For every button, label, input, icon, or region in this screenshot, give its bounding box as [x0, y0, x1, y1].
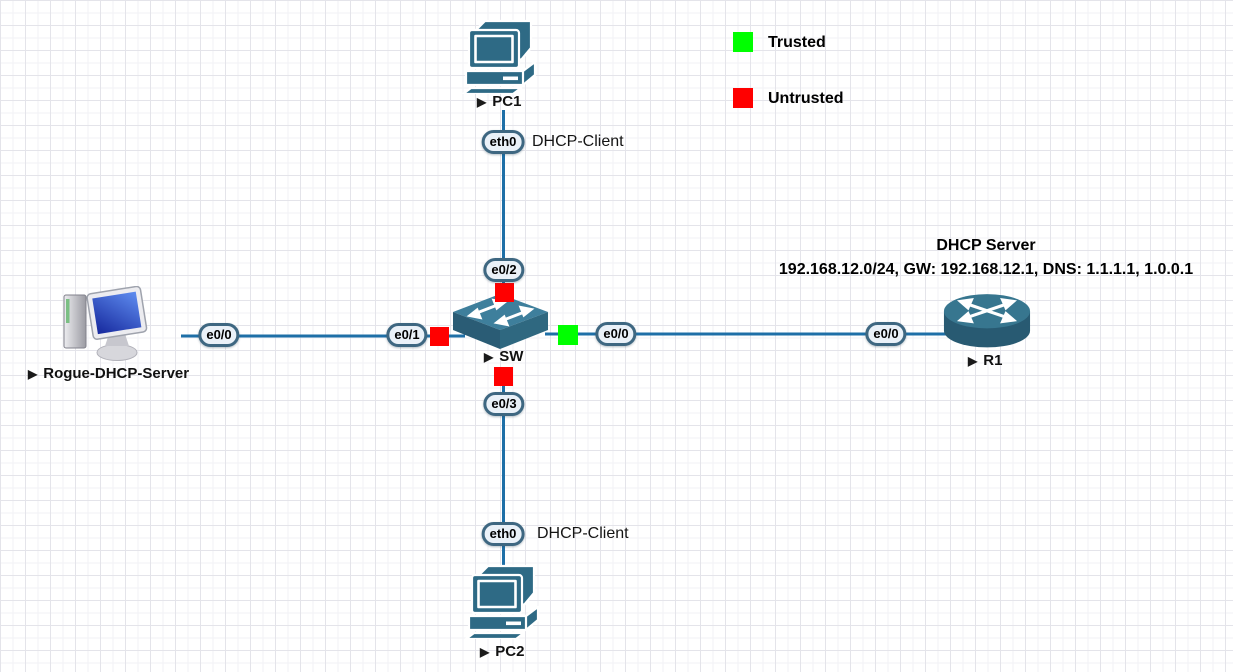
computer-icon: [461, 19, 537, 96]
computer-icon: [464, 564, 540, 641]
node-arrow-icon: ▶: [484, 349, 494, 364]
sw-port-e0-2[interactable]: e0/2: [483, 258, 525, 282]
r1-port-e0-0-text: e0/0: [873, 326, 899, 341]
legend-untrusted-swatch[interactable]: [733, 88, 753, 108]
pc1-label-text: PC1: [492, 93, 522, 110]
pc2-label-text: PC2: [495, 643, 525, 660]
untrusted-marker-e0-2[interactable]: [495, 283, 514, 302]
node-arrow-icon: ▶: [477, 94, 487, 109]
pc1-label[interactable]: ▶ PC1: [477, 93, 521, 110]
untrusted-marker-e0-3[interactable]: [494, 367, 513, 386]
node-arrow-icon: ▶: [28, 366, 38, 381]
pc2-dhcp-client-note[interactable]: DHCP-Client: [537, 525, 629, 542]
pc1-dhcp-client-note[interactable]: DHCP-Client: [532, 133, 624, 150]
sw-port-e0-3[interactable]: e0/3: [483, 392, 525, 416]
sw-label-text: SW: [499, 348, 524, 365]
r1-label-text: R1: [983, 352, 1003, 369]
sw-port-e0-0-text: e0/0: [603, 326, 629, 341]
pc2-label[interactable]: ▶ PC2: [480, 643, 524, 660]
sw-port-e0-1-text: e0/1: [394, 327, 420, 342]
rogue-port-e0-0[interactable]: e0/0: [198, 323, 240, 347]
legend-trusted-swatch[interactable]: [733, 32, 753, 52]
pc1-port-eth0[interactable]: eth0: [481, 130, 525, 154]
sw-port-e0-3-text: e0/3: [491, 396, 517, 411]
sw-node-icon[interactable]: [452, 293, 549, 355]
pc2-node-icon[interactable]: [464, 563, 544, 644]
node-arrow-icon: ▶: [480, 644, 490, 659]
r1-node-icon[interactable]: [942, 290, 1032, 357]
sw-label[interactable]: ▶ SW: [484, 348, 523, 365]
rogue-label-text: Rogue-DHCP-Server: [43, 365, 190, 382]
untrusted-marker-e0-1[interactable]: [430, 327, 449, 346]
r1-label[interactable]: ▶ R1: [968, 352, 1002, 369]
sw-port-e0-1[interactable]: e0/1: [386, 323, 428, 347]
node-arrow-icon: ▶: [968, 353, 978, 368]
r1-port-e0-0[interactable]: e0/0: [865, 322, 907, 346]
dhcp-server-annotation[interactable]: DHCP Server 192.168.12.0/24, GW: 192.168…: [750, 237, 1222, 279]
pc1-node-icon[interactable]: [461, 18, 541, 99]
rogue-node-icon[interactable]: [62, 285, 150, 369]
dhcp-server-title: DHCP Server: [936, 237, 1036, 254]
rogue-label[interactable]: ▶ Rogue-DHCP-Server: [28, 365, 189, 382]
sw-port-e0-2-text: e0/2: [491, 262, 517, 277]
dhcp-server-info: 192.168.12.0/24, GW: 192.168.12.1, DNS: …: [778, 261, 1194, 278]
ethernet-switch-icon: [453, 294, 548, 349]
pc1-port-eth0-text: eth0: [489, 134, 517, 149]
router-icon: [943, 294, 1031, 348]
legend-untrusted-label[interactable]: Untrusted: [768, 90, 844, 107]
sw-port-e0-0[interactable]: e0/0: [595, 322, 637, 346]
pc2-port-eth0-text: eth0: [489, 526, 517, 541]
trusted-marker-e0-0[interactable]: [558, 325, 578, 345]
pc-tower-monitor-icon: [63, 285, 148, 361]
legend-trusted-label[interactable]: Trusted: [768, 34, 826, 51]
pc2-port-eth0[interactable]: eth0: [481, 522, 525, 546]
rogue-port-e0-0-text: e0/0: [206, 327, 232, 342]
